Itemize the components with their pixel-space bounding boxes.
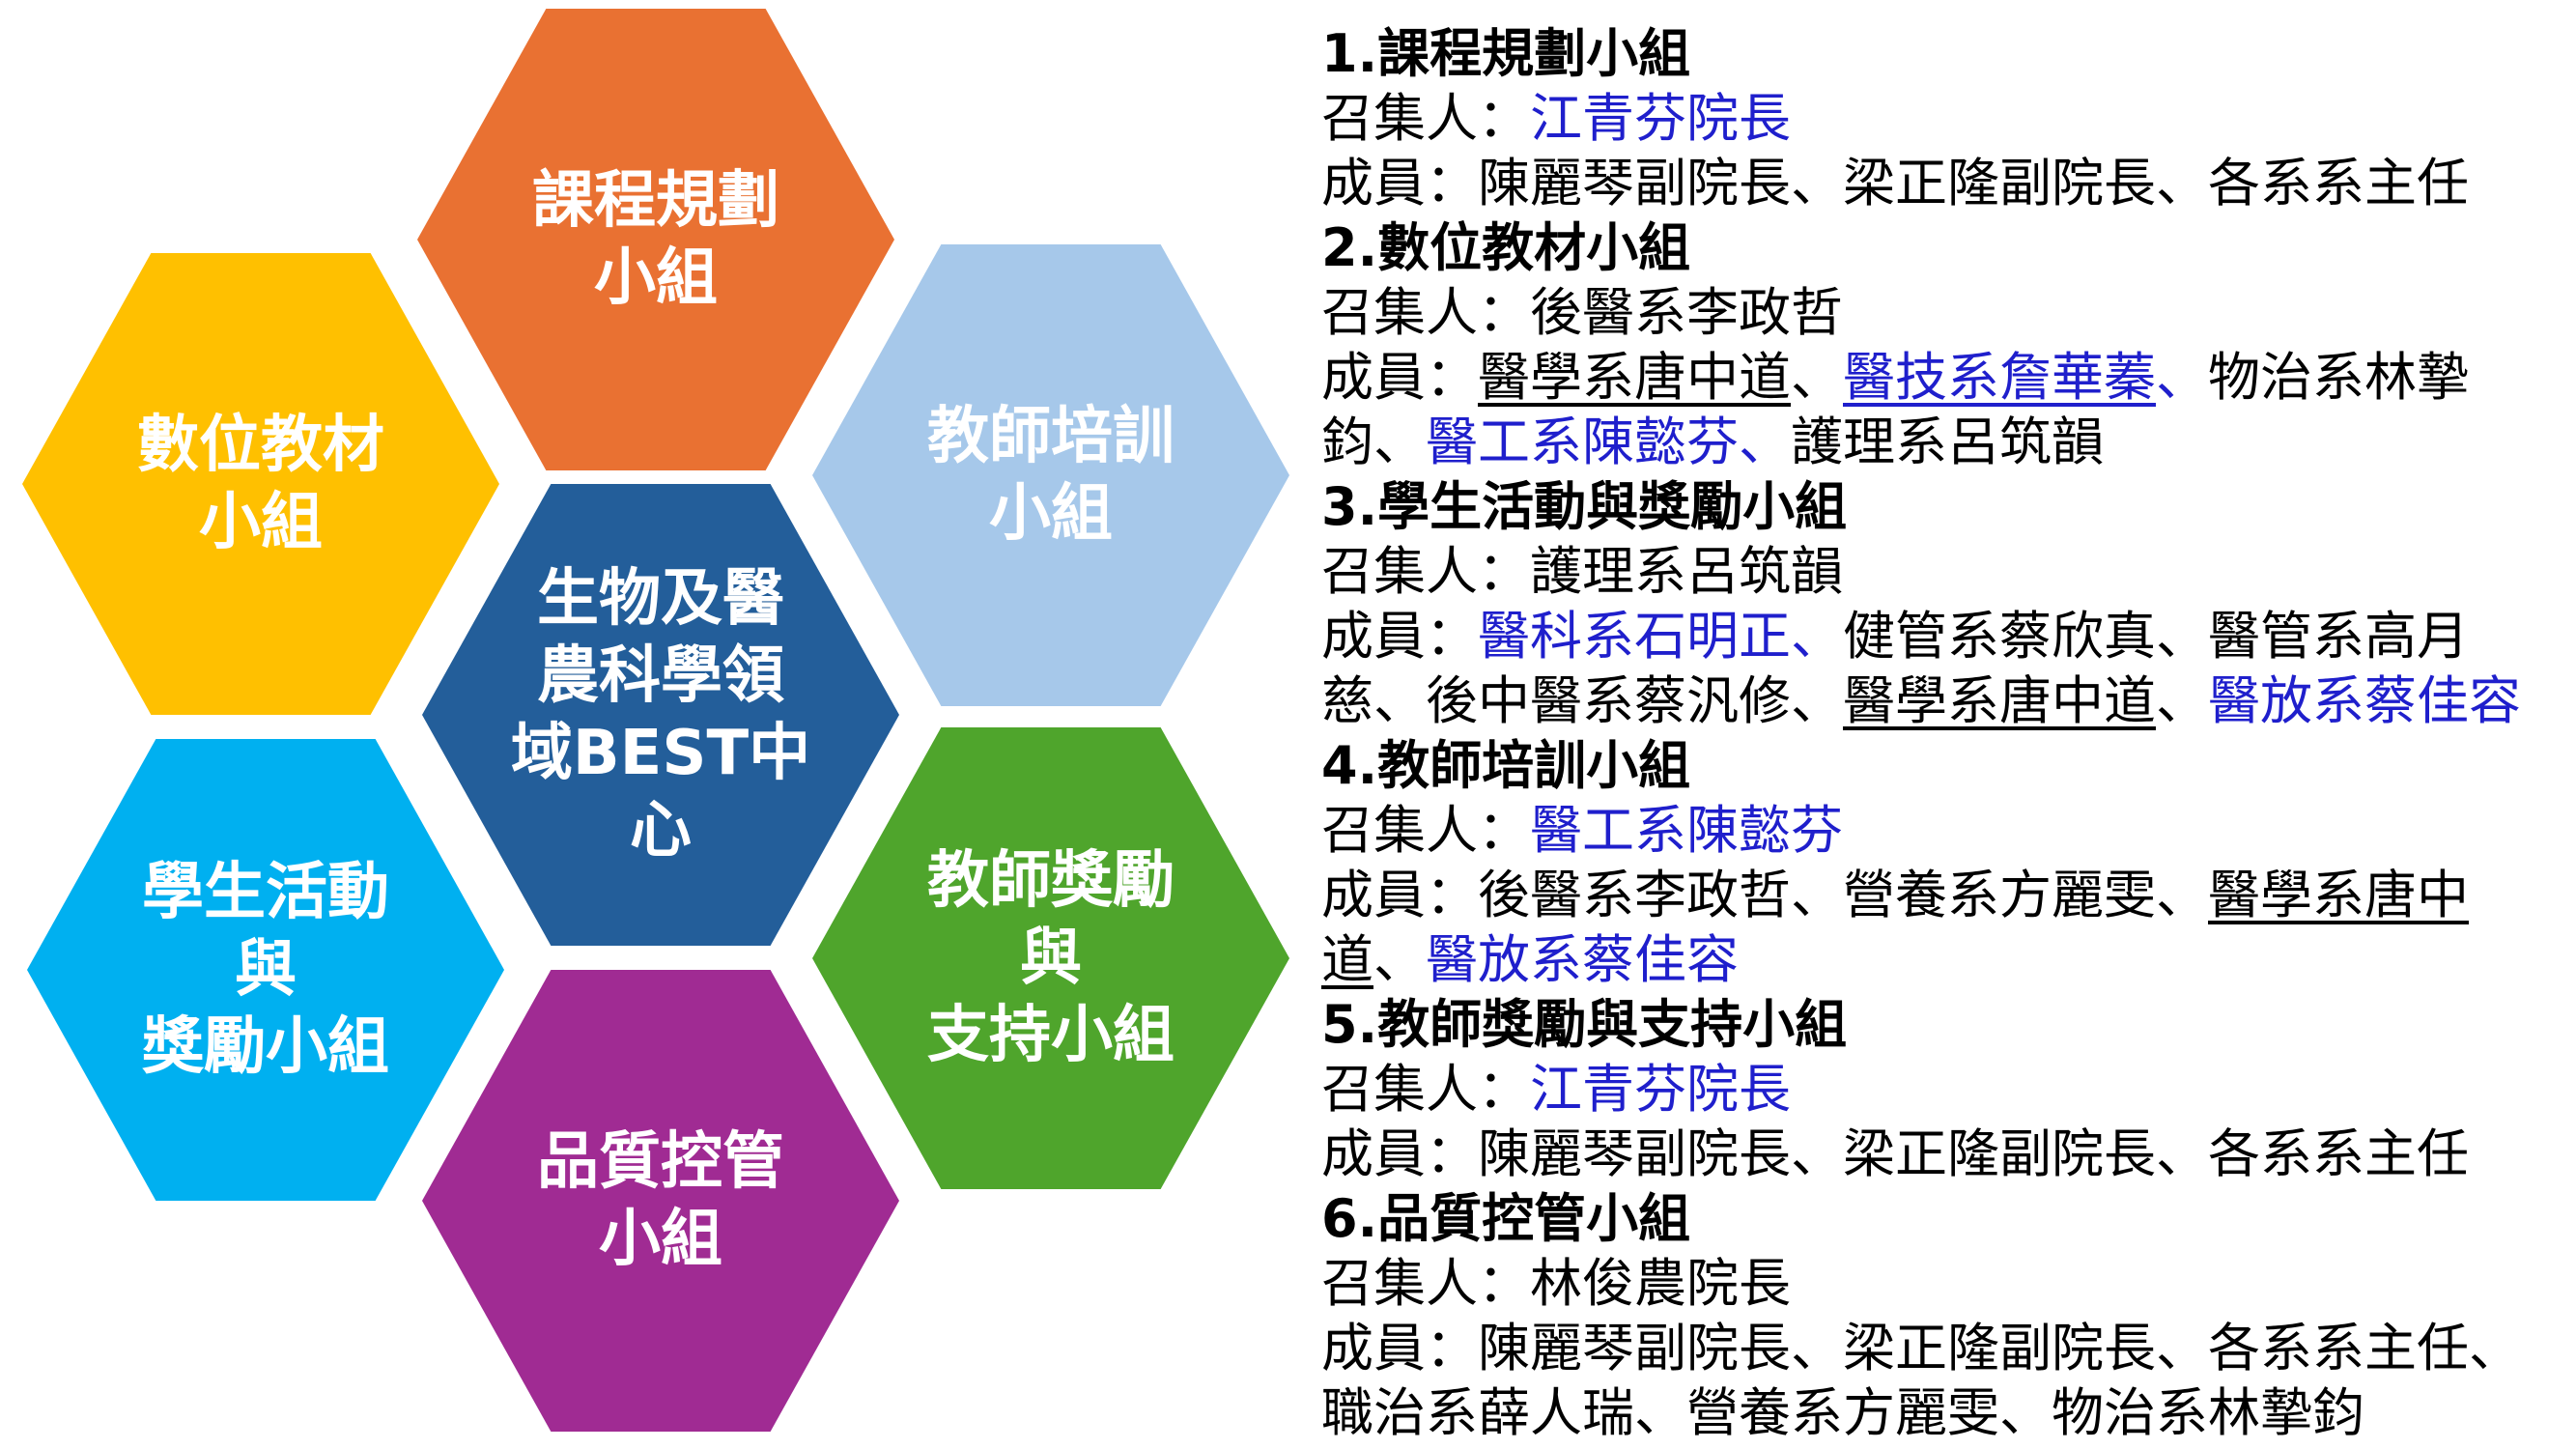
hex-label-line: 與: [1020, 923, 1082, 994]
group-detail-line: 召集人：林俊農院長: [1321, 1251, 2521, 1316]
text-segment: 成員：: [1321, 347, 1478, 408]
hex-teacher-training: 教師培訓小組: [812, 244, 1289, 706]
highlighted-name: 醫放系蔡佳容: [2208, 670, 2521, 731]
hex-label-line: 心: [630, 795, 692, 867]
hex-label-line: 小組: [599, 1204, 722, 1275]
text-segment: 4.教師培訓小組: [1321, 735, 1691, 796]
hex-label-line: 與: [235, 934, 297, 1006]
text-segment: 護理系呂筑韻: [1791, 412, 2104, 472]
group-detail-line: 鈞、醫工系陳懿芬、護理系呂筑韻: [1321, 410, 2521, 474]
text-segment: 成員：陳麗琴副院長、梁正隆副院長、各系系主任: [1321, 1123, 2469, 1184]
linked-name[interactable]: 醫技系詹華蓁: [1843, 347, 2156, 408]
hex-student-activities: 學生活動與獎勵小組: [27, 739, 504, 1201]
group-detail-line: 成員：醫學系唐中道、醫技系詹華蓁、物治系林摯: [1321, 345, 2521, 410]
highlighted-name: 江青芬院長: [1530, 88, 1791, 149]
highlighted-name: 江青芬院長: [1530, 1059, 1791, 1120]
hex-label-line: 數位教材: [137, 410, 384, 481]
hex-label-line: 小組: [199, 487, 323, 558]
text-segment: 5.教師獎勵與支持小組: [1321, 994, 1848, 1055]
group-detail-line: 道、醫放系蔡佳容: [1321, 927, 2521, 992]
text-segment: 召集人：: [1321, 800, 1530, 861]
group-detail-line: 成員：醫科系石明正、健管系蔡欣真、醫管系高月: [1321, 604, 2521, 668]
text-segment: 召集人：林俊農院長: [1321, 1253, 1791, 1314]
text-segment: 成員：陳麗琴副院長、梁正隆副院長、各系系主任、: [1321, 1318, 2521, 1378]
hex-curriculum-planning: 課程規劃小組: [417, 9, 894, 470]
text-segment: 3.學生活動與獎勵小組: [1321, 476, 1848, 537]
highlighted-name: 醫科系石明正: [1478, 606, 1791, 667]
group-detail-line: 成員：陳麗琴副院長、梁正隆副院長、各系系主任: [1321, 1122, 2521, 1186]
text-segment: 2.數位教材小組: [1321, 217, 1691, 278]
group-heading: 6.品質控管小組: [1321, 1186, 2521, 1251]
text-segment: 物治系林摯: [2208, 347, 2469, 408]
hex-label-line: 課程規劃: [532, 165, 779, 237]
text-segment: 成員：: [1321, 606, 1478, 667]
group-detail-line: 慈、後中醫系蔡汎修、醫學系唐中道、醫放系蔡佳容: [1321, 668, 2521, 733]
highlighted-name: 、: [2156, 347, 2208, 408]
hex-label-line: 學生活動: [142, 857, 389, 928]
linked-name[interactable]: 醫學系唐中: [2208, 865, 2469, 925]
group-detail-line: 成員：陳麗琴副院長、梁正隆副院長、各系系主任、: [1321, 1316, 2521, 1380]
text-segment: 健管系蔡欣真、醫管系高月: [1843, 606, 2469, 667]
hex-center-best: 生物及醫農科學領域BEST中心: [422, 484, 899, 946]
text-segment: 慈、後中醫系蔡汎修、: [1321, 670, 1843, 731]
text-segment: 鈞、: [1321, 412, 1426, 472]
text-segment: 成員：陳麗琴副院長、梁正隆副院長、各系系主任: [1321, 153, 2469, 213]
text-segment: 、: [1373, 929, 1426, 990]
text-segment: 1.課程規劃小組: [1321, 23, 1691, 84]
highlighted-name: 、: [1739, 412, 1791, 472]
group-heading: 2.數位教材小組: [1321, 215, 2521, 280]
group-heading: 1.課程規劃小組: [1321, 21, 2521, 86]
group-detail-line: 召集人：後醫系李政哲: [1321, 280, 2521, 345]
hex-label-line: 品質控管: [537, 1126, 784, 1198]
group-detail-line: 召集人：醫工系陳懿芬: [1321, 798, 2521, 863]
text-segment: 、: [1791, 347, 1843, 408]
hex-label-line: 教師獎勵: [927, 845, 1175, 917]
hex-label-line: 小組: [989, 478, 1113, 550]
text-segment: 6.品質控管小組: [1321, 1188, 1691, 1249]
hex-label-line: 小組: [594, 242, 718, 314]
highlighted-name: 醫工系陳懿芬: [1530, 800, 1843, 861]
highlighted-name: 醫放系蔡佳容: [1426, 929, 1739, 990]
group-heading: 3.學生活動與獎勵小組: [1321, 474, 2521, 539]
group-detail-line: 召集人：江青芬院長: [1321, 1057, 2521, 1122]
hex-quality-control: 品質控管小組: [422, 970, 899, 1432]
highlighted-name: 醫工系陳懿芬: [1426, 412, 1739, 472]
hex-label-line: 生物及醫: [537, 563, 784, 635]
group-detail-line: 職治系薛人瑞、營養系方麗雯、物治系林摯鈞: [1321, 1380, 2521, 1445]
hex-teacher-rewards: 教師獎勵與支持小組: [812, 727, 1289, 1189]
highlighted-name: 、: [1791, 606, 1843, 667]
linked-name[interactable]: 醫學系唐中道: [1478, 347, 1791, 408]
hex-label-line: 域BEST中: [510, 718, 811, 789]
hex-digital-materials: 數位教材小組: [22, 253, 499, 715]
linked-name[interactable]: 醫學系唐中道: [1843, 670, 2156, 731]
text-segment: 、: [2156, 670, 2208, 731]
hex-label-line: 農科學領: [537, 640, 784, 712]
hex-label-line: 支持小組: [927, 1000, 1175, 1071]
group-detail-line: 成員：陳麗琴副院長、梁正隆副院長、各系系主任: [1321, 151, 2521, 215]
text-segment: 召集人：護理系呂筑韻: [1321, 541, 1843, 602]
text-segment: 召集人：後醫系李政哲: [1321, 282, 1843, 343]
hex-label-line: 教師培訓: [927, 401, 1175, 472]
hex-label-line: 獎勵小組: [142, 1011, 389, 1083]
group-heading: 5.教師獎勵與支持小組: [1321, 992, 2521, 1057]
linked-name[interactable]: 道: [1321, 929, 1373, 990]
group-detail-line: 召集人：護理系呂筑韻: [1321, 539, 2521, 604]
group-detail-line: 成員：後醫系李政哲、營養系方麗雯、醫學系唐中: [1321, 863, 2521, 927]
text-segment: 職治系薛人瑞、營養系方麗雯、物治系林摯鈞: [1321, 1382, 2364, 1443]
text-segment: 召集人：: [1321, 88, 1530, 149]
group-heading: 4.教師培訓小組: [1321, 733, 2521, 798]
text-segment: 成員：後醫系李政哲、營養系方麗雯、: [1321, 865, 2208, 925]
text-segment: 召集人：: [1321, 1059, 1530, 1120]
group-detail-line: 召集人：江青芬院長: [1321, 86, 2521, 151]
